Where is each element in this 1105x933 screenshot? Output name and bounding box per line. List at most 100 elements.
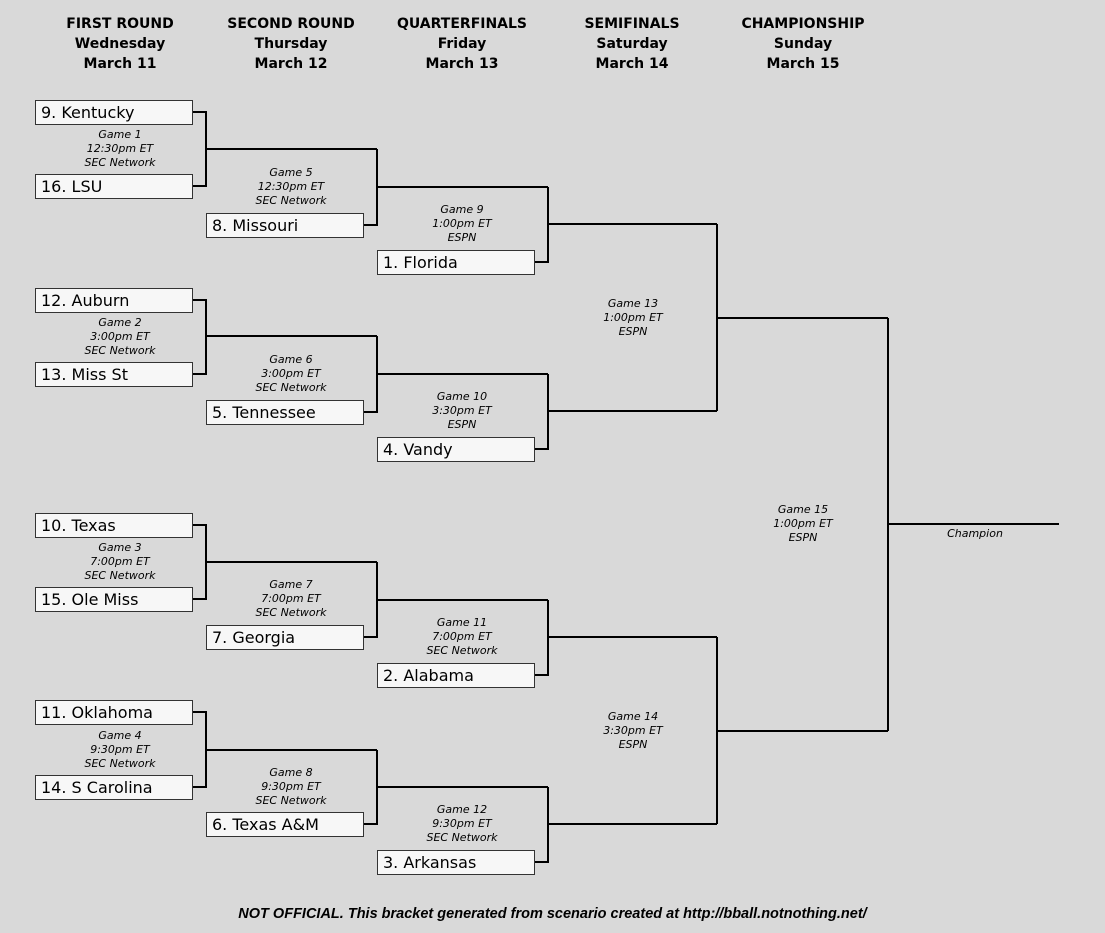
game-info-9: Game 9 1:00pm ET ESPN — [392, 203, 532, 245]
round-name: QUARTERFINALS — [396, 16, 528, 32]
connector-game-10 — [535, 374, 717, 450]
game-number: Game 9 — [440, 203, 484, 216]
round-header-second-round: SECOND ROUND Thursday March 12 — [206, 14, 376, 74]
game-number: Game 13 — [607, 297, 659, 310]
connector-game-8 — [364, 750, 548, 825]
game-time: 12:30pm ET — [86, 142, 154, 155]
game-network: SEC Network — [84, 569, 156, 582]
connector-game-14 — [716, 637, 888, 824]
connector-game-7 — [364, 562, 548, 638]
game-number: Game 8 — [269, 766, 313, 779]
game-network: SEC Network — [84, 344, 156, 357]
game-number: Game 6 — [269, 353, 313, 366]
round-date: March 12 — [254, 56, 328, 72]
team-slot: 2. Alabama — [377, 663, 535, 688]
round-date: March 15 — [766, 56, 840, 72]
game-time: 7:00pm ET — [261, 592, 321, 605]
connector-game-3 — [193, 524, 377, 600]
connector-game-11 — [535, 600, 717, 676]
game-network: ESPN — [447, 231, 477, 244]
connector-game-5 — [364, 149, 548, 226]
game-network: ESPN — [788, 531, 818, 544]
game-number: Game 4 — [98, 729, 142, 742]
game-time: 3:30pm ET — [603, 724, 663, 737]
game-time: 3:00pm ET — [261, 367, 321, 380]
game-time: 1:00pm ET — [773, 517, 833, 530]
game-info-7: Game 7 7:00pm ET SEC Network — [221, 578, 361, 620]
connector-game-9 — [535, 187, 717, 263]
game-time: 3:30pm ET — [432, 404, 492, 417]
round-day: Friday — [437, 36, 487, 52]
connector-game-6 — [364, 336, 548, 413]
round-header-championship: CHAMPIONSHIP Sunday March 15 — [718, 14, 888, 74]
game-number: Game 1 — [98, 128, 142, 141]
round-date: March 13 — [425, 56, 499, 72]
team-slot: 11. Oklahoma — [35, 700, 193, 725]
game-time: 9:30pm ET — [432, 817, 492, 830]
game-number: Game 5 — [269, 166, 313, 179]
game-network: ESPN — [447, 418, 477, 431]
round-name: SEMIFINALS — [584, 16, 680, 32]
game-network: SEC Network — [426, 831, 498, 844]
round-day: Saturday — [596, 36, 668, 52]
connector-game-15 — [887, 318, 1059, 731]
game-info-10: Game 10 3:30pm ET ESPN — [392, 390, 532, 432]
team-slot: 13. Miss St — [35, 362, 193, 387]
game-network: SEC Network — [426, 644, 498, 657]
game-info-14: Game 14 3:30pm ET ESPN — [563, 710, 703, 752]
game-time: 1:00pm ET — [603, 311, 663, 324]
team-slot: 15. Ole Miss — [35, 587, 193, 612]
round-header-semifinals: SEMIFINALS Saturday March 14 — [547, 14, 717, 74]
game-time: 12:30pm ET — [257, 180, 325, 193]
game-info-2: Game 2 3:00pm ET SEC Network — [50, 316, 190, 358]
game-network: SEC Network — [255, 794, 327, 807]
game-network: ESPN — [618, 738, 648, 751]
game-number: Game 11 — [436, 616, 488, 629]
game-network: SEC Network — [255, 606, 327, 619]
game-number: Game 15 — [777, 503, 829, 516]
connector-game-2 — [193, 299, 377, 375]
game-number: Game 3 — [98, 541, 142, 554]
game-number: Game 14 — [607, 710, 659, 723]
round-name: SECOND ROUND — [227, 16, 355, 32]
game-info-6: Game 6 3:00pm ET SEC Network — [221, 353, 361, 395]
game-info-1: Game 1 12:30pm ET SEC Network — [50, 128, 190, 170]
game-time: 9:30pm ET — [261, 780, 321, 793]
game-network: SEC Network — [84, 156, 156, 169]
game-network: SEC Network — [84, 757, 156, 770]
game-info-3: Game 3 7:00pm ET SEC Network — [50, 541, 190, 583]
round-day: Thursday — [254, 36, 328, 52]
round-date: March 11 — [83, 56, 157, 72]
game-time: 3:00pm ET — [90, 330, 150, 343]
team-slot: 5. Tennessee — [206, 400, 364, 425]
champion-label: Champion — [947, 527, 1003, 540]
connector-game-4 — [193, 711, 377, 788]
team-slot: 7. Georgia — [206, 625, 364, 650]
round-name: FIRST ROUND — [66, 16, 174, 32]
game-info-12: Game 12 9:30pm ET SEC Network — [392, 803, 532, 845]
game-info-13: Game 13 1:00pm ET ESPN — [563, 297, 703, 339]
disclaimer-footer: NOT OFFICIAL. This bracket generated fro… — [238, 906, 867, 922]
connector-game-12 — [535, 787, 717, 863]
game-time: 9:30pm ET — [90, 743, 150, 756]
game-number: Game 7 — [269, 578, 313, 591]
game-network: SEC Network — [255, 194, 327, 207]
round-header-first-round: FIRST ROUND Wednesday March 11 — [35, 14, 205, 74]
round-day: Sunday — [773, 36, 833, 52]
game-info-4: Game 4 9:30pm ET SEC Network — [50, 729, 190, 771]
connector-game-1 — [193, 111, 377, 187]
round-date: March 14 — [595, 56, 669, 72]
game-network: SEC Network — [255, 381, 327, 394]
team-slot: 16. LSU — [35, 174, 193, 199]
team-slot: 8. Missouri — [206, 213, 364, 238]
round-header-quarterfinals: QUARTERFINALS Friday March 13 — [377, 14, 547, 74]
game-number: Game 10 — [436, 390, 488, 403]
team-slot: 14. S Carolina — [35, 775, 193, 800]
game-number: Game 12 — [436, 803, 488, 816]
game-info-11: Game 11 7:00pm ET SEC Network — [392, 616, 532, 658]
team-slot: 9. Kentucky — [35, 100, 193, 125]
team-slot: 12. Auburn — [35, 288, 193, 313]
game-time: 7:00pm ET — [432, 630, 492, 643]
